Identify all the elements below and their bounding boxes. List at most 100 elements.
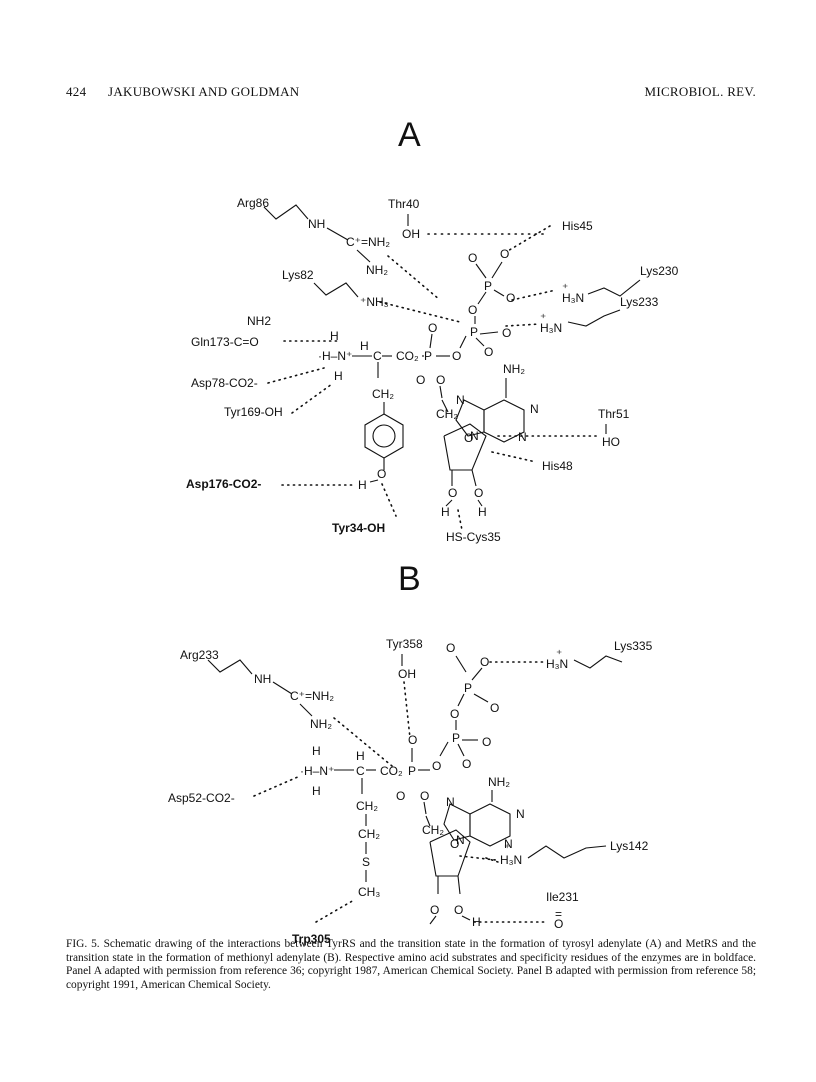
svg-text:CH₂: CH₂ bbox=[358, 827, 380, 841]
label-thr51-ho: HO bbox=[602, 435, 620, 449]
label-tyr34: Tyr34-OH bbox=[332, 521, 385, 535]
panel-a-label: A bbox=[398, 116, 421, 154]
svg-text:O: O bbox=[432, 759, 441, 773]
svg-text:H: H bbox=[312, 784, 321, 798]
svg-text:N: N bbox=[518, 430, 527, 444]
svg-text:⁺: ⁺ bbox=[562, 281, 568, 295]
svg-text:⁺: ⁺ bbox=[504, 841, 510, 855]
label-asp176: Asp176-CO2- bbox=[186, 477, 261, 491]
svg-text:H: H bbox=[441, 505, 450, 519]
svg-text:C⁺=NH₂: C⁺=NH₂ bbox=[346, 235, 390, 249]
label-tyr169: Tyr169-OH bbox=[224, 405, 283, 419]
journal-name: MICROBIOL. REV. bbox=[644, 84, 756, 99]
label-tyr358-oh: OH bbox=[398, 667, 416, 681]
svg-text:O: O bbox=[480, 655, 489, 669]
svg-text:H₃N: H₃N bbox=[562, 291, 584, 305]
svg-text:N: N bbox=[456, 393, 465, 407]
lys82-chain bbox=[313, 282, 359, 298]
svg-text:O: O bbox=[482, 735, 491, 749]
svg-text:P: P bbox=[424, 349, 432, 363]
figure-label: FIG. 5. bbox=[66, 938, 100, 950]
svg-text:O: O bbox=[377, 467, 386, 481]
figure-caption: FIG. 5. Schematic drawing of the interac… bbox=[66, 938, 756, 992]
svg-text:O: O bbox=[436, 373, 445, 387]
svg-text:C: C bbox=[373, 349, 382, 363]
svg-text:CH₂: CH₂ bbox=[436, 407, 458, 421]
label-cys35: HS-Cys35 bbox=[446, 530, 501, 544]
svg-text:O: O bbox=[416, 373, 425, 387]
label-his48: His48 bbox=[542, 459, 573, 473]
panel-b-label: B bbox=[398, 560, 421, 598]
panel-a-diagram: Arg86 Thr40 OH His45 Lys82 Lys230 Lys233… bbox=[186, 196, 679, 544]
svg-text:NH₂: NH₂ bbox=[503, 362, 525, 376]
svg-text:O: O bbox=[396, 789, 405, 803]
svg-text:P: P bbox=[464, 681, 472, 695]
svg-text:N: N bbox=[530, 402, 539, 416]
svg-text:P: P bbox=[408, 764, 416, 778]
svg-text:O: O bbox=[554, 917, 563, 931]
svg-text:O: O bbox=[430, 903, 439, 917]
label-lys82: Lys82 bbox=[282, 268, 314, 282]
label-lys142: Lys142 bbox=[610, 839, 649, 853]
svg-text:O: O bbox=[450, 837, 459, 851]
svg-text:⁺NH₃: ⁺NH₃ bbox=[360, 295, 389, 309]
svg-text:H: H bbox=[330, 329, 339, 343]
svg-text:N: N bbox=[470, 429, 479, 443]
panel-b-diagram: Tyr358 OH Arg233 Lys335 Asp52-CO2- Lys14… bbox=[168, 637, 653, 946]
running-header: 424 JAKUBOWSKI AND GOLDMAN MICROBIOL. RE… bbox=[66, 84, 756, 104]
svg-text:S: S bbox=[362, 855, 370, 869]
svg-text:CO₂: CO₂ bbox=[380, 764, 403, 778]
svg-text:O: O bbox=[484, 345, 493, 359]
svg-text:H: H bbox=[478, 505, 487, 519]
svg-text:O: O bbox=[468, 251, 477, 265]
svg-text:N: N bbox=[446, 795, 455, 809]
svg-text:NH₂: NH₂ bbox=[366, 263, 388, 277]
svg-text:O: O bbox=[474, 486, 483, 500]
arg86-chain bbox=[263, 204, 309, 220]
svg-text:O: O bbox=[500, 247, 509, 261]
svg-text:=: = bbox=[555, 907, 562, 921]
label-arg233: Arg233 bbox=[180, 648, 219, 662]
svg-text:P: P bbox=[452, 731, 460, 745]
svg-text:NH₂: NH₂ bbox=[310, 717, 332, 731]
label-asp52: Asp52-CO2- bbox=[168, 791, 235, 805]
svg-text:N: N bbox=[516, 807, 525, 821]
svg-text:CH₂: CH₂ bbox=[422, 823, 444, 837]
svg-text:CH₃: CH₃ bbox=[358, 885, 380, 899]
label-gln-nh2: NH2 bbox=[247, 314, 271, 328]
svg-text:O: O bbox=[408, 733, 417, 747]
label-his45: His45 bbox=[562, 219, 593, 233]
svg-text:C: C bbox=[356, 764, 365, 778]
svg-text:H: H bbox=[358, 478, 367, 492]
svg-text:O: O bbox=[428, 321, 437, 335]
svg-text:H: H bbox=[360, 339, 369, 353]
svg-text:O: O bbox=[446, 641, 455, 655]
label-asp78: Asp78-CO2- bbox=[191, 376, 258, 390]
author-names: JAKUBOWSKI AND GOLDMAN bbox=[108, 84, 300, 99]
svg-text:P: P bbox=[470, 325, 478, 339]
svg-text:C⁺=NH₂: C⁺=NH₂ bbox=[290, 689, 334, 703]
svg-text:P: P bbox=[484, 279, 492, 293]
svg-text:CO₂: CO₂ bbox=[396, 349, 419, 363]
page-number: 424 bbox=[66, 84, 87, 99]
label-lys233: Lys233 bbox=[620, 295, 659, 309]
label-thr51: Thr51 bbox=[598, 407, 630, 421]
svg-text:O: O bbox=[452, 349, 461, 363]
label-tyr358: Tyr358 bbox=[386, 637, 423, 651]
svg-text:⁺: ⁺ bbox=[556, 647, 562, 661]
svg-text:N: N bbox=[504, 837, 513, 851]
svg-text:O: O bbox=[506, 291, 515, 305]
svg-text:O: O bbox=[462, 757, 471, 771]
svg-text:O: O bbox=[464, 431, 473, 445]
svg-text:N: N bbox=[456, 833, 465, 847]
label-thr40-oh: OH bbox=[402, 227, 420, 241]
figure-caption-text: Schematic drawing of the interactions be… bbox=[66, 938, 757, 991]
svg-text:H: H bbox=[334, 369, 343, 383]
svg-text:H: H bbox=[356, 749, 365, 763]
svg-text:O: O bbox=[448, 486, 457, 500]
svg-text:O: O bbox=[454, 903, 463, 917]
svg-text:O: O bbox=[468, 303, 477, 317]
label-thr40: Thr40 bbox=[388, 197, 420, 211]
svg-text:NH: NH bbox=[254, 672, 271, 686]
